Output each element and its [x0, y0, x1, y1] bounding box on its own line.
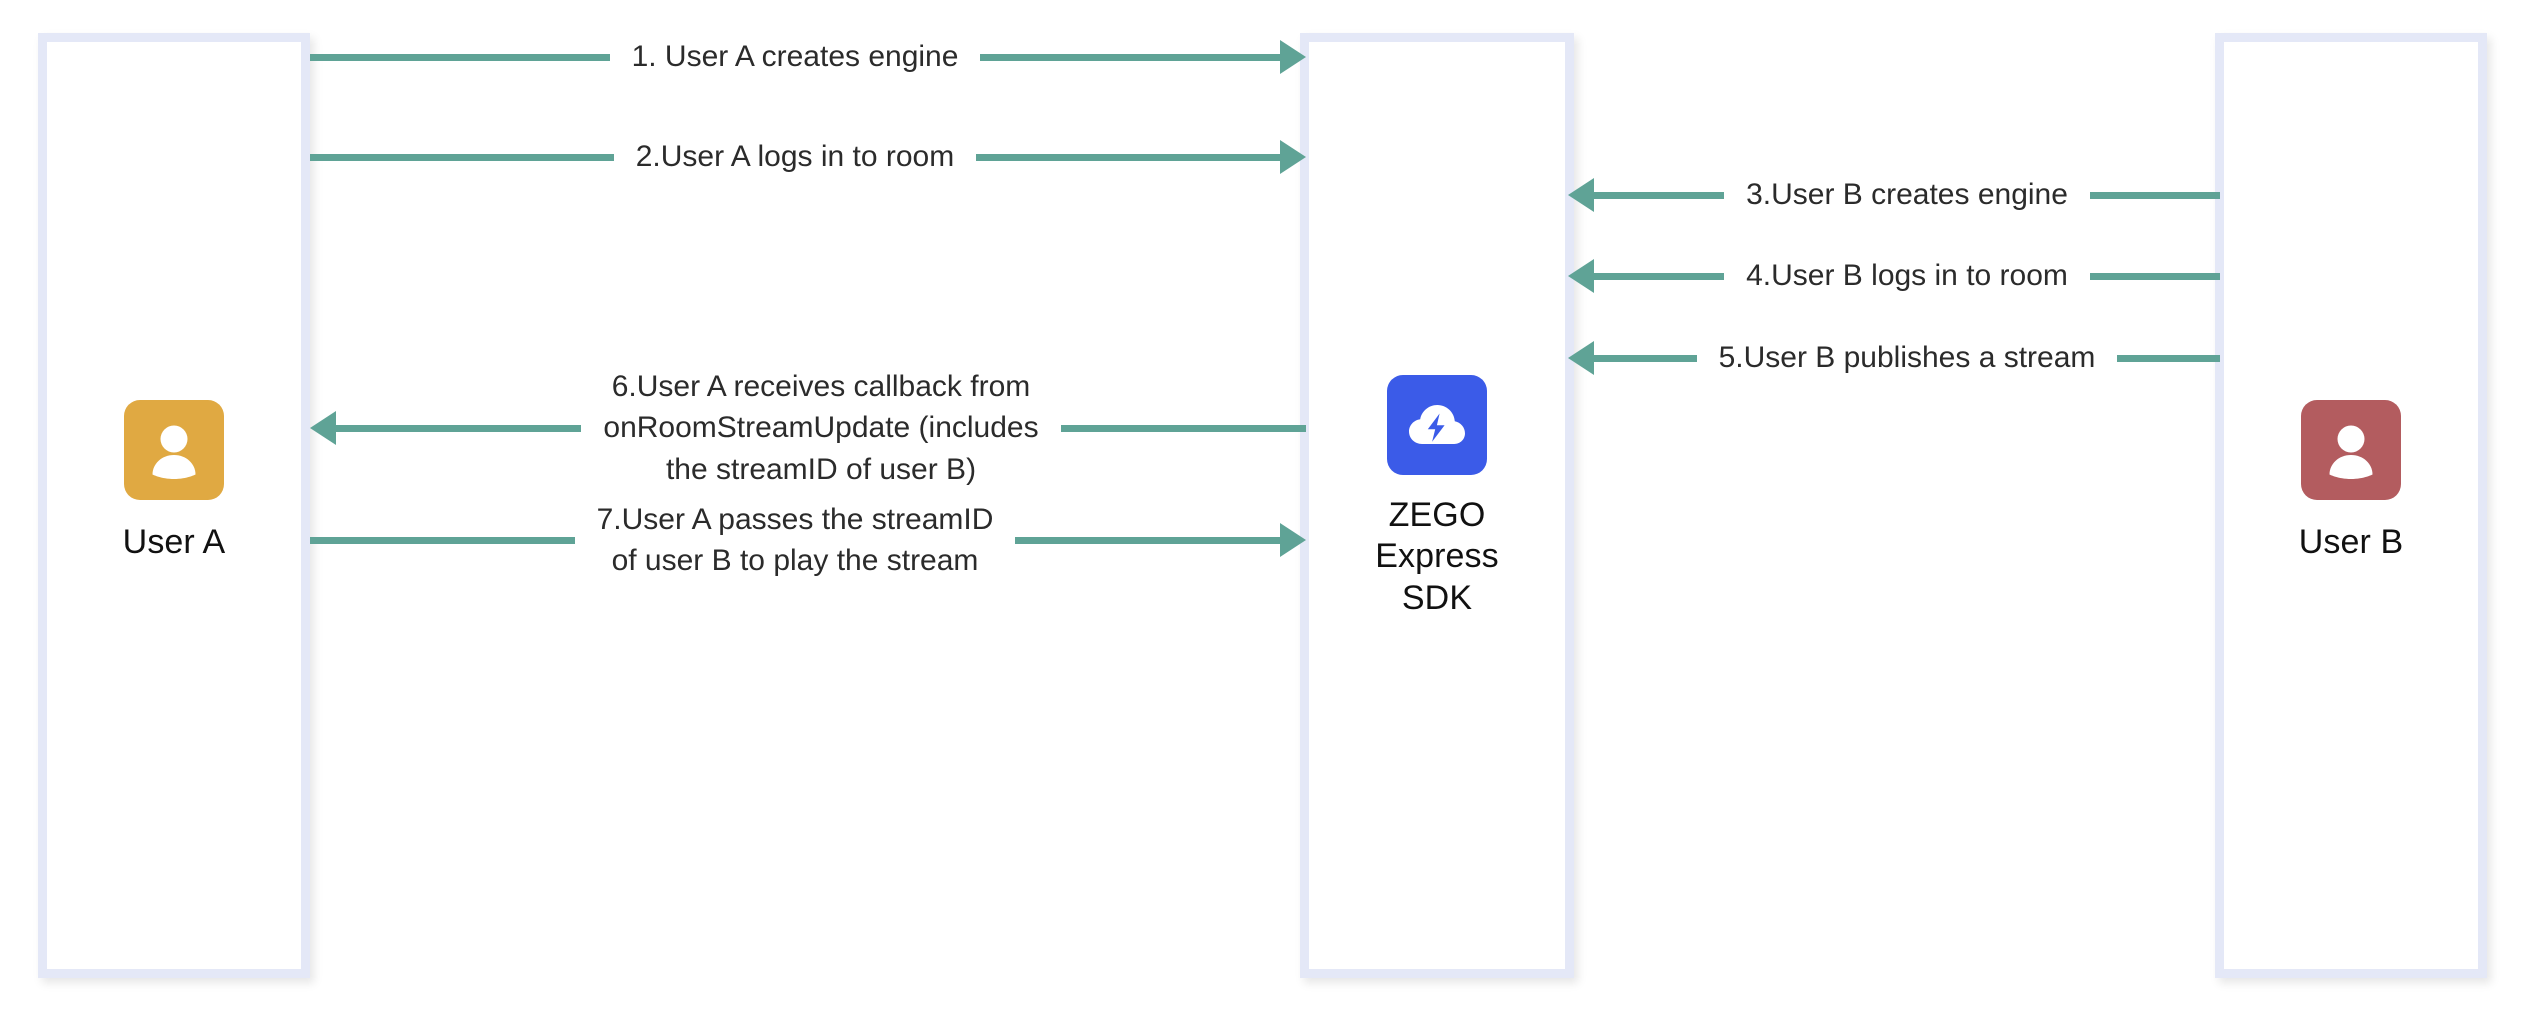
message-arrow-2: 2.User A logs in to room: [310, 137, 1306, 177]
arrow-line-segment: [1060, 424, 1307, 432]
arrow-line-segment: [976, 153, 1280, 161]
message-arrow-7: 7.User A passes the streamID of user B t…: [310, 500, 1306, 580]
message-arrow-3: 3.User B creates engine: [1568, 175, 2220, 215]
arrow-line-segment: [310, 53, 610, 61]
person-avatar-icon-user-a: [124, 400, 224, 500]
lifeline-user-b: [2215, 33, 2487, 978]
actor-label-user-a: User A: [122, 523, 226, 561]
message-label-1: 1. User A creates engine: [631, 40, 959, 74]
arrow-line-segment: [310, 536, 575, 544]
actor-label-user-b: User B: [2298, 523, 2404, 561]
arrow-line-segment: [980, 53, 1280, 61]
arrow-line-segment: [2089, 272, 2221, 280]
message-label-7: 7.User A passes the streamID of user B t…: [596, 502, 994, 577]
lifeline-user-a: [38, 33, 310, 978]
arrow-line-segment: [1015, 536, 1280, 544]
message-arrow-4: 4.User B logs in to room: [1568, 256, 2221, 296]
arrow-line-segment: [310, 153, 614, 161]
actor-zego-express-sdk: ZEGO Express SDK: [1300, 375, 1574, 619]
message-label-4: 4.User B logs in to room: [1746, 259, 2068, 293]
message-label-2: 2.User A logs in to room: [635, 140, 955, 174]
actor-label-zego-express-sdk: ZEGO Express SDK: [1375, 496, 1499, 617]
arrow-line-segment: [1594, 191, 1725, 199]
arrow-line-segment: [2117, 354, 2220, 362]
arrow-line-segment: [2089, 191, 2220, 199]
arrow-line-segment: [1594, 272, 1725, 280]
message-arrow-6: 6.User A receives callback from onRoomSt…: [310, 370, 1307, 486]
lifeline-zego-express-sdk: [1300, 33, 1574, 978]
zego-cloud-bolt-logo-icon: [1387, 375, 1487, 475]
arrowhead-left-icon: [310, 411, 336, 445]
actor-user-b: User B: [2215, 400, 2487, 563]
arrow-line-segment: [1594, 354, 1697, 362]
person-avatar-icon-user-b: [2301, 400, 2401, 500]
message-label-5: 5.User B publishes a stream: [1718, 341, 2096, 375]
message-label-3: 3.User B creates engine: [1746, 178, 2068, 212]
message-arrow-1: 1. User A creates engine: [310, 37, 1306, 77]
arrow-line-segment: [336, 424, 582, 432]
message-label-6: 6.User A receives callback from onRoomSt…: [603, 369, 1039, 486]
message-arrow-5: 5.User B publishes a stream: [1568, 338, 2220, 378]
actor-user-a: User A: [38, 400, 310, 563]
